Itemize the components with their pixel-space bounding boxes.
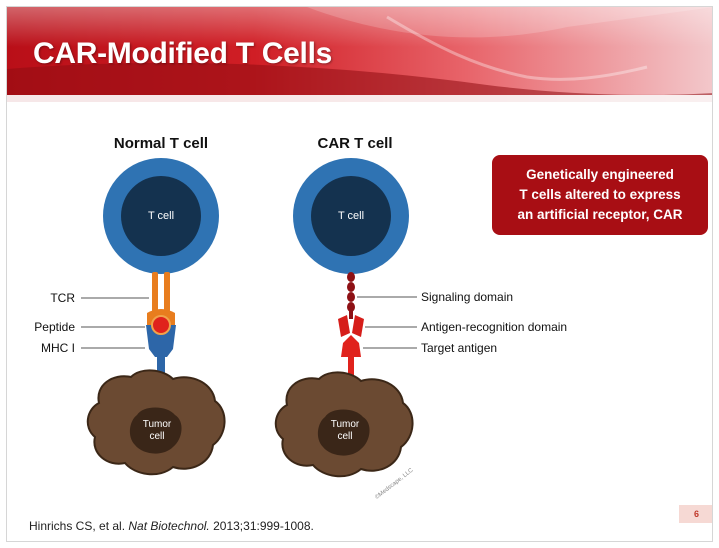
- tumor-label-line1: Tumor: [143, 419, 172, 430]
- car-t-cell: T cell: [293, 158, 409, 274]
- tcr-label: TCR: [50, 291, 75, 305]
- tumor-label-line2: cell: [149, 431, 164, 442]
- t-cell-label: T cell: [148, 210, 174, 222]
- citation-journal: Nat Biotechnol.: [128, 519, 210, 533]
- citation: Hinrichs CS, et al. Nat Biotechnol. 2013…: [29, 519, 314, 533]
- car-t-cell-heading: CAR T cell: [317, 135, 392, 152]
- tumor-cell-left: Tumor cell: [86, 369, 226, 476]
- citation-details: 2013;31:999-1008.: [213, 519, 314, 533]
- signaling-domain-label: Signaling domain: [421, 290, 513, 304]
- callout-line: an artificial receptor, CAR: [517, 207, 683, 222]
- peptide-dot: [151, 315, 171, 335]
- citation-authors: Hinrichs CS, et al.: [29, 519, 126, 533]
- medscape-watermark: ©Medscape, LLC: [374, 466, 415, 501]
- callout-box: Genetically engineered T cells altered t…: [492, 155, 708, 235]
- t-cell-nucleus: [311, 176, 391, 256]
- tumor-cell-right: Tumor cell: [274, 371, 414, 478]
- normal-t-cell-heading: Normal T cell: [114, 135, 208, 152]
- antigen-recognition-domain: [338, 311, 364, 337]
- slide: CAR-Modified T Cells Normal T cell CAR T…: [6, 6, 713, 542]
- antigen-recognition-label: Antigen-recognition domain: [421, 320, 567, 334]
- signaling-domain: [347, 272, 355, 312]
- slide-title: CAR-Modified T Cells: [33, 37, 332, 70]
- normal-t-cell: T cell: [103, 158, 219, 274]
- car-t-diagram: Normal T cell CAR T cell T cell Tumor ce…: [34, 135, 567, 501]
- title-banner: [7, 7, 712, 102]
- tumor-label-line2: cell: [337, 431, 352, 442]
- t-cell-nucleus: [121, 176, 201, 256]
- target-antigen: [341, 335, 361, 381]
- tumor-label-line1: Tumor: [331, 419, 360, 430]
- callout-line: T cells altered to express: [519, 187, 681, 202]
- page-number: 6: [679, 505, 712, 523]
- peptide-mhc: [146, 315, 176, 381]
- peptide-label: Peptide: [34, 320, 75, 334]
- mhc-label: MHC I: [41, 341, 75, 355]
- t-cell-label: T cell: [338, 210, 364, 222]
- callout-line: Genetically engineered: [526, 167, 674, 182]
- target-antigen-label: Target antigen: [421, 341, 497, 355]
